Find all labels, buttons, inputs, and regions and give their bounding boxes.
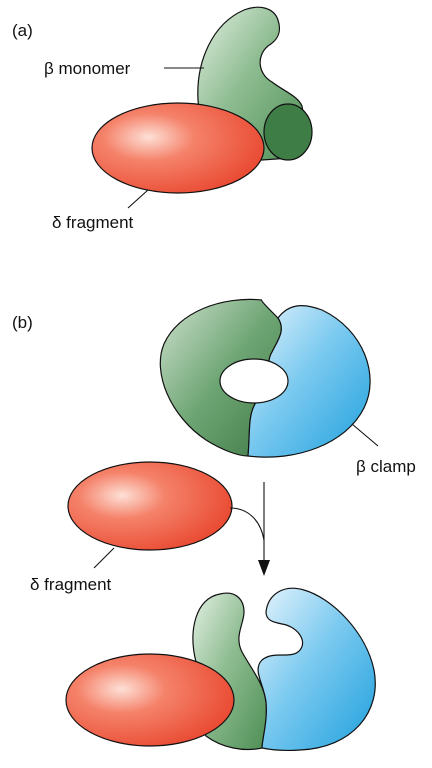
delta-fragment-shape-a xyxy=(91,102,265,194)
opened-clamp-complex xyxy=(65,587,376,751)
panel-b-label: (b) xyxy=(12,313,33,332)
delta-fragment-shape-b xyxy=(67,461,233,551)
delta-fragment-label-a: δ fragment xyxy=(52,213,134,232)
beta-clamp-label: β clamp xyxy=(356,457,416,476)
delta-fragment-leader-b xyxy=(93,547,115,569)
beta-clamp-leader xyxy=(351,423,379,447)
panel-a-label: (a) xyxy=(12,21,33,40)
delta-fragment-label-b: δ fragment xyxy=(30,575,112,594)
delta-fragment-leader-a xyxy=(127,189,149,209)
binding-arrow xyxy=(229,482,270,576)
beta-monomer-label: β monomer xyxy=(44,59,131,78)
beta-clamp-ring xyxy=(159,298,371,458)
